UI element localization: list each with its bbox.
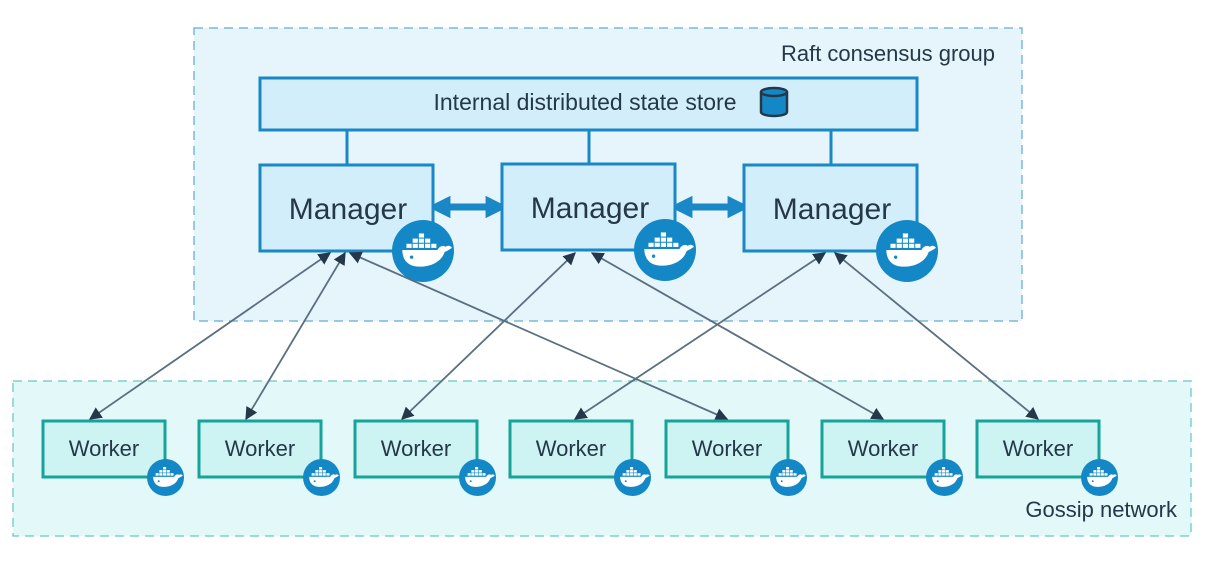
- manager-node: Manager: [500, 162, 696, 281]
- worker-node: Worker: [975, 419, 1118, 496]
- gossip-network-label: Gossip network: [1025, 497, 1178, 522]
- manager-label: Manager: [289, 193, 407, 226]
- state-store: [258, 76, 919, 132]
- worker-box: [820, 419, 946, 479]
- worker-label: Worker: [225, 436, 296, 461]
- docker-whale-icon: [614, 459, 651, 496]
- worker-box: [508, 419, 634, 479]
- worker-manager-link: [834, 252, 1039, 420]
- docker-whale-icon: [876, 220, 938, 282]
- docker-whale-icon: [147, 459, 184, 496]
- manager-node: Manager: [742, 163, 938, 282]
- worker-manager-link: [573, 252, 827, 420]
- docker-whale-icon: [1081, 459, 1118, 496]
- worker-box: [197, 419, 323, 479]
- docker-whale-icon: [926, 459, 963, 496]
- worker-label: Worker: [381, 436, 452, 461]
- state-store-label: Internal distributed state store: [434, 89, 737, 115]
- worker-node: Worker: [508, 419, 651, 496]
- worker-node: Worker: [664, 419, 807, 496]
- worker-node: Worker: [41, 419, 184, 496]
- worker-box: [664, 419, 790, 479]
- docker-whale-icon: [770, 459, 807, 496]
- worker-box: [353, 419, 479, 479]
- docker-whale-icon: [392, 220, 454, 282]
- manager-label: Manager: [531, 192, 649, 225]
- raft-group-label: Raft consensus group: [781, 41, 995, 66]
- worker-box: [41, 419, 167, 479]
- worker-label: Worker: [848, 436, 919, 461]
- docker-whale-icon: [634, 219, 696, 281]
- manager-label: Manager: [773, 193, 891, 226]
- worker-manager-link: [401, 252, 576, 420]
- worker-label: Worker: [536, 436, 607, 461]
- worker-node: Worker: [197, 419, 340, 496]
- database-icon: [759, 86, 789, 118]
- worker-label: Worker: [692, 436, 763, 461]
- manager-node: Manager: [258, 163, 454, 282]
- worker-node: Worker: [820, 419, 963, 496]
- worker-label: Worker: [69, 436, 140, 461]
- docker-whale-icon: [303, 459, 340, 496]
- worker-label: Worker: [1003, 436, 1074, 461]
- docker-whale-icon: [459, 459, 496, 496]
- worker-box: [975, 419, 1101, 479]
- worker-manager-link: [245, 251, 346, 421]
- worker-node: Worker: [353, 419, 496, 496]
